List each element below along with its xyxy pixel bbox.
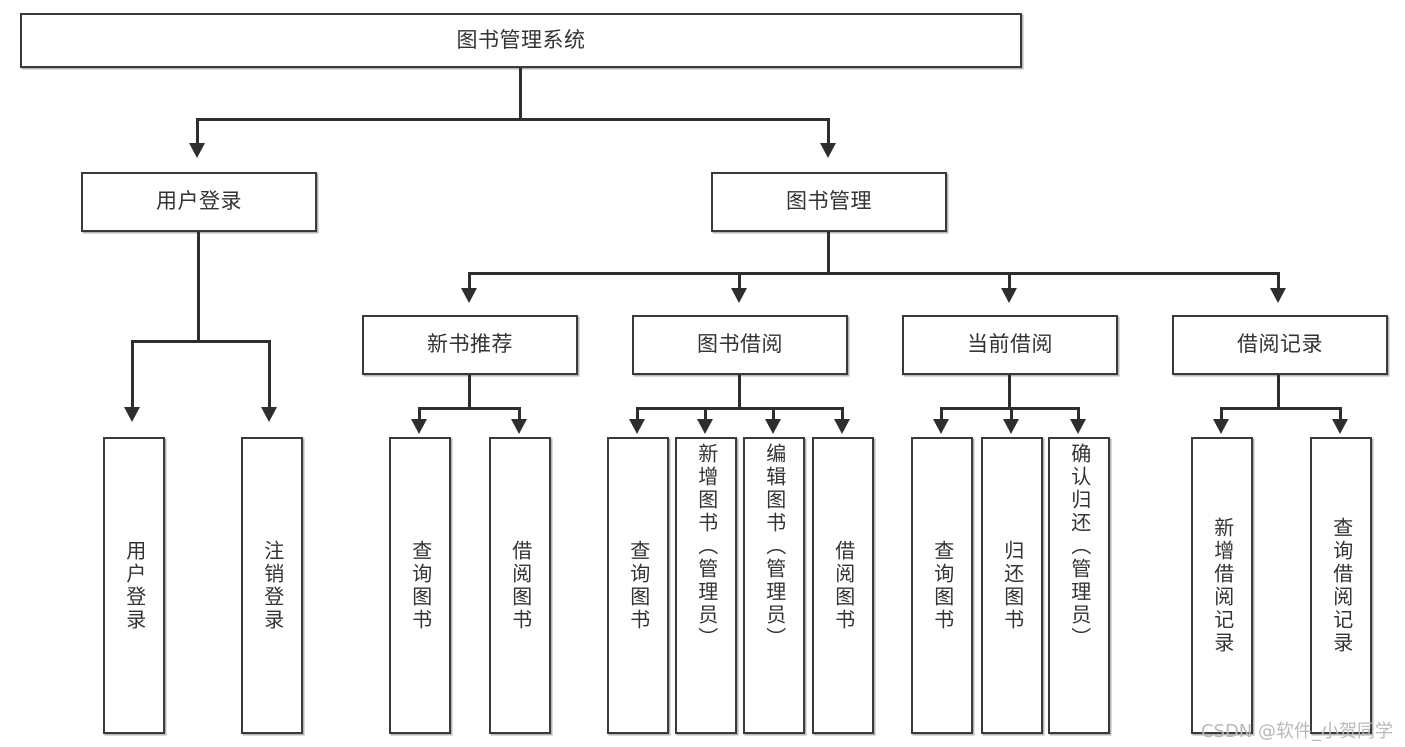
connector-book-borrow-stem <box>738 375 741 409</box>
node-borrow-record[interactable]: 借阅记录 <box>1172 315 1388 375</box>
node-label: 借阅记录 <box>1237 332 1323 357</box>
connector-new-book-recommend-stem <box>468 375 471 409</box>
node-book-borrow[interactable]: 图书借阅 <box>632 315 848 375</box>
connector-book-manage-stem <box>827 232 830 274</box>
node-label: 查询图书 <box>408 539 433 632</box>
arrowhead-user-login <box>189 143 205 158</box>
connector-drop-book-manage <box>827 118 830 146</box>
node-leaf-query-borrow-record[interactable]: 查询借阅记录 <box>1310 437 1372 734</box>
arrowhead-leaf-borrow-book-1 <box>511 419 527 434</box>
arrowhead-leaf-add-book-admin <box>697 419 713 434</box>
node-leaf-query-book-3[interactable]: 查询图书 <box>911 437 973 734</box>
connector-borrow-record-bus <box>1220 407 1342 410</box>
connector-new-book-recommend-bus <box>418 407 521 410</box>
node-label: 图书管理 <box>786 189 872 214</box>
connector-user-login-bus <box>131 340 270 343</box>
node-leaf-add-book-admin[interactable]: 新增图书（管理员） <box>675 437 737 734</box>
arrowhead-leaf-edit-book-admin <box>765 419 781 434</box>
connector-drop-new-book-recommend <box>468 272 471 290</box>
node-label: 注销登录 <box>260 539 285 632</box>
arrowhead-leaf-query-book-2 <box>629 419 645 434</box>
node-label: 借阅图书 <box>831 539 856 632</box>
node-label: 图书借阅 <box>697 332 783 357</box>
node-label: 编辑图书（管理员） <box>762 443 787 650</box>
arrowhead-leaf-user-login <box>124 407 140 422</box>
connector-drop-borrow-record <box>1277 272 1280 290</box>
arrowhead-leaf-return-book <box>1003 419 1019 434</box>
node-user-login[interactable]: 用户登录 <box>81 172 317 232</box>
connector-drop-leaf-query-book-2 <box>636 407 639 421</box>
connector-drop-book-borrow <box>738 272 741 290</box>
node-label: 图书管理系统 <box>456 27 586 52</box>
node-current-borrow[interactable]: 当前借阅 <box>902 315 1118 375</box>
node-leaf-query-book-1[interactable]: 查询图书 <box>389 437 451 734</box>
connector-drop-leaf-confirm-return-admin <box>1077 407 1080 421</box>
arrowhead-borrow-record <box>1270 288 1286 303</box>
arrowhead-leaf-confirm-return-admin <box>1070 419 1086 434</box>
connector-drop-leaf-query-book-3 <box>940 407 943 421</box>
node-label: 查询借阅记录 <box>1329 516 1354 655</box>
arrowhead-leaf-query-book-1 <box>411 419 427 434</box>
connector-current-borrow-stem <box>1008 375 1011 409</box>
connector-drop-leaf-add-borrow-record <box>1220 407 1223 421</box>
node-label: 当前借阅 <box>967 332 1053 357</box>
arrowhead-current-borrow <box>1001 288 1017 303</box>
connector-drop-leaf-return-book <box>1010 407 1013 421</box>
connector-drop-current-borrow <box>1008 272 1011 290</box>
node-label: 用户登录 <box>156 189 242 214</box>
node-leaf-user-login[interactable]: 用户登录 <box>103 437 165 734</box>
connector-drop-leaf-user-logout <box>268 340 271 410</box>
node-label: 用户登录 <box>122 539 147 632</box>
node-label: 归还图书 <box>1000 539 1025 632</box>
connector-user-login-stem <box>197 232 200 342</box>
csdn-watermark: CSDN @软件_小贺同学 <box>1200 721 1393 742</box>
connector-drop-leaf-borrow-book-1 <box>518 407 521 421</box>
connector-root-stem <box>519 68 522 120</box>
connector-drop-leaf-query-borrow-record <box>1339 407 1342 421</box>
node-label: 新增图书（管理员） <box>694 443 719 650</box>
node-label: 查询图书 <box>930 539 955 632</box>
connector-book-borrow-bus <box>636 407 844 410</box>
node-label: 借阅图书 <box>508 539 533 632</box>
arrowhead-book-borrow <box>731 288 747 303</box>
node-label: 查询图书 <box>626 539 651 632</box>
arrowhead-leaf-add-borrow-record <box>1213 419 1229 434</box>
connector-drop-leaf-edit-book-admin <box>772 407 775 421</box>
node-label: 新书推荐 <box>427 332 513 357</box>
node-book-manage[interactable]: 图书管理 <box>711 172 947 232</box>
connector-drop-leaf-add-book-admin <box>704 407 707 421</box>
node-leaf-add-borrow-record[interactable]: 新增借阅记录 <box>1191 437 1253 734</box>
node-root-book-management-system[interactable]: 图书管理系统 <box>20 13 1022 68</box>
node-leaf-return-book[interactable]: 归还图书 <box>981 437 1043 734</box>
node-label: 新增借阅记录 <box>1210 516 1235 655</box>
arrowhead-leaf-query-borrow-record <box>1332 419 1348 434</box>
connector-drop-leaf-user-login <box>131 340 134 410</box>
arrowhead-leaf-borrow-book-2 <box>834 419 850 434</box>
arrowhead-leaf-user-logout <box>261 407 277 422</box>
arrowhead-leaf-query-book-3 <box>933 419 949 434</box>
connector-drop-leaf-query-book-1 <box>418 407 421 421</box>
node-leaf-confirm-return-admin[interactable]: 确认归还（管理员） <box>1048 437 1110 734</box>
node-leaf-borrow-book-2[interactable]: 借阅图书 <box>812 437 874 734</box>
node-label: 确认归还（管理员） <box>1067 443 1092 650</box>
arrowhead-new-book-recommend <box>461 288 477 303</box>
connector-drop-leaf-borrow-book-2 <box>841 407 844 421</box>
connector-level2-bus <box>196 118 830 121</box>
connector-drop-user-login <box>196 118 199 146</box>
node-leaf-user-logout[interactable]: 注销登录 <box>241 437 303 734</box>
node-new-book-recommend[interactable]: 新书推荐 <box>362 315 578 375</box>
node-leaf-borrow-book-1[interactable]: 借阅图书 <box>489 437 551 734</box>
connector-level3-bus <box>468 272 1280 275</box>
node-leaf-edit-book-admin[interactable]: 编辑图书（管理员） <box>743 437 805 734</box>
connector-borrow-record-stem <box>1277 375 1280 409</box>
node-leaf-query-book-2[interactable]: 查询图书 <box>607 437 669 734</box>
arrowhead-book-manage <box>820 143 836 158</box>
